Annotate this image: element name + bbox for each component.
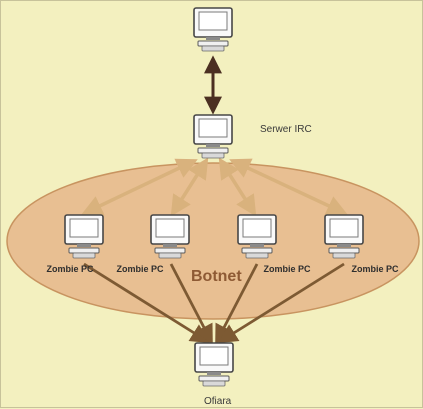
zombie-pc-icon [237, 214, 277, 259]
zombie-pc-label: Zombie PC [351, 264, 399, 274]
command-arrow-zombie-4 [229, 158, 348, 216]
victim-label: Ofiara [204, 396, 232, 407]
zombie-pc-label: Zombie PC [263, 264, 311, 274]
zombie-pc-label: Zombie PC [116, 264, 164, 274]
top-computer-icon [193, 7, 233, 52]
botnet-label: Botnet [191, 268, 242, 285]
attack-arrow-zombie-4 [217, 262, 345, 344]
victim-computer-icon [194, 342, 234, 387]
attack-arrow-zombie-2 [169, 263, 213, 345]
zombie-pc-icon [150, 214, 190, 259]
zombie-pc-icon [64, 214, 104, 259]
attack-arrow-zombie-1 [83, 262, 211, 344]
irc-server-label: Serwer IRC [260, 124, 312, 135]
zombie-pc-label: Zombie PC [46, 264, 94, 274]
zombie-pc-icon [324, 214, 364, 259]
command-arrow-zombie-2 [170, 157, 209, 217]
irc-server-icon [193, 114, 233, 159]
